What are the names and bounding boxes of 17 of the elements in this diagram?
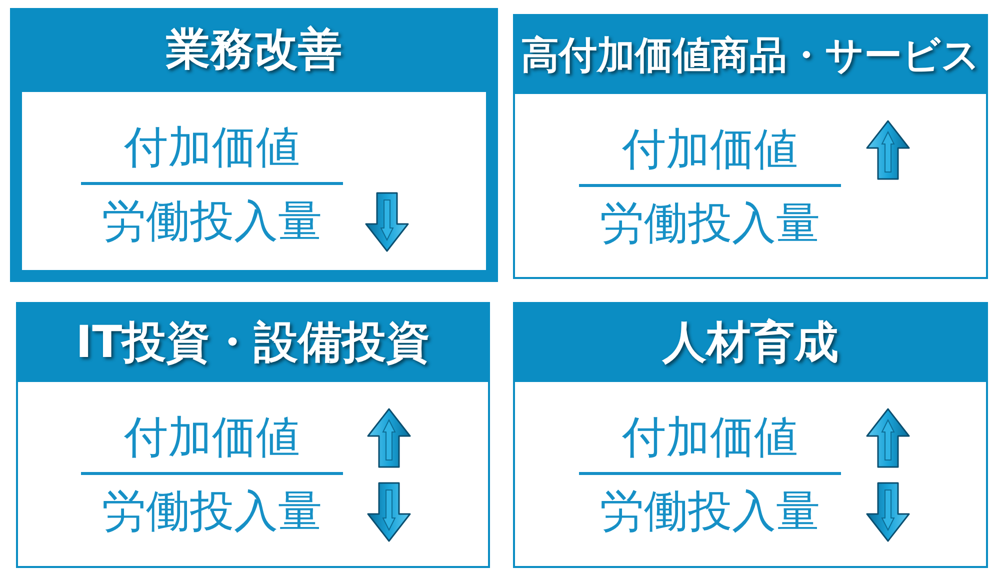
denominator-text: 労働投入量 <box>102 490 322 534</box>
denominator-text: 労働投入量 <box>102 200 322 244</box>
numerator-text: 付加価値 <box>124 416 300 460</box>
heading-text: 高付加価値商品・サービス <box>521 34 980 78</box>
content-box <box>22 92 486 270</box>
panel <box>16 302 490 568</box>
panel <box>513 14 988 279</box>
heading-text: 業務改善 <box>166 25 342 76</box>
denominator-text: 労働投入量 <box>600 202 820 246</box>
numerator-text: 付加価値 <box>124 126 300 170</box>
heading-text: IT投資・設備投資 <box>76 318 430 369</box>
panel <box>513 302 988 568</box>
numerator-text: 付加価値 <box>622 416 798 460</box>
panel <box>10 8 498 282</box>
numerator-text: 付加価値 <box>622 128 798 172</box>
denominator-text: 労働投入量 <box>600 490 820 534</box>
heading-text: 人材育成 <box>662 318 838 369</box>
